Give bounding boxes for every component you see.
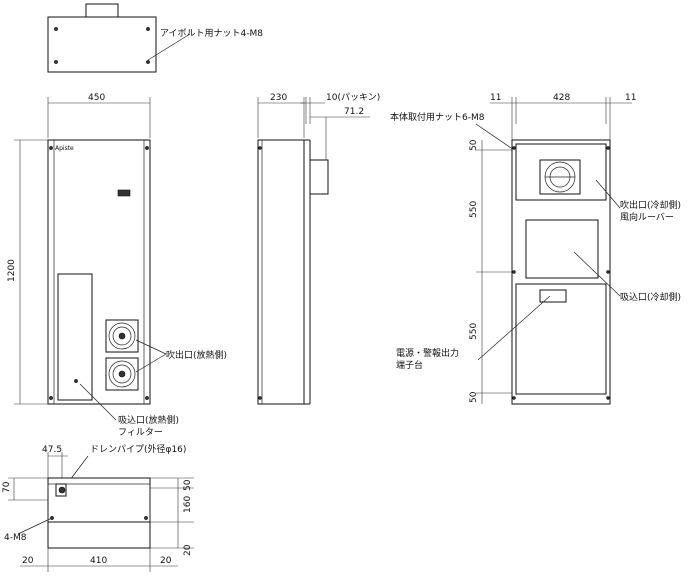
four-m8-label: 4-M8	[4, 533, 27, 543]
intake-hot-label: 吸込口(放熱側)	[118, 414, 179, 426]
top-view: アイボルト用ナット4-M8	[47, 3, 263, 73]
dim-side-71: 71.2	[344, 107, 364, 117]
dim-height: 1200	[7, 259, 17, 282]
dim-back-550-lower: 550	[469, 323, 479, 340]
dim-back-50-bottom: 50	[469, 391, 479, 403]
dim-bottom-70: 70	[2, 481, 12, 493]
power-alarm-line1: 電源・警報出力	[396, 347, 459, 359]
bottom-view: 47.5 ドレンパイプ(外径φ16) 70 4-M8 50 160 20 20	[2, 443, 194, 572]
drain-pipe-label: ドレンパイプ(外径φ16)	[90, 443, 186, 455]
dim-bottom-50: 50	[183, 479, 193, 491]
louver-label: 風向ルーバー	[620, 211, 674, 223]
power-alarm-line2: 端子台	[396, 359, 423, 371]
eyebolt-nut-label: アイボルト用ナット4-M8	[160, 28, 263, 39]
dim-bottom-20-right: 20	[160, 556, 172, 566]
dim-back-50-top: 50	[469, 139, 479, 151]
intake-cold-label: 吸込口(冷却側)	[620, 291, 681, 303]
dim-bottom-20-bottom: 20	[183, 544, 193, 556]
dim-bottom-47-5: 47.5	[42, 445, 62, 455]
filter-label: フィルター	[118, 427, 163, 438]
dim-back-width: 428	[553, 93, 570, 103]
back-view: 11 428 11 本体取付用ナット6-M8 50 550 550 50 吹出口…	[390, 93, 681, 405]
body-mount-nut-label: 本体取付用ナット6-M8	[390, 111, 485, 123]
dim-side-depth: 230	[270, 93, 287, 103]
front-view: 450 1200 Apiste 吹出口(放熱側) 吸込口(放熱側)	[7, 93, 227, 438]
packing-label: 10(パッキン)	[326, 92, 380, 103]
exhaust-hot-label: 吹出口(放熱側)	[166, 349, 227, 361]
dim-bottom-160: 160	[183, 496, 193, 513]
dim-bottom-20-left: 20	[22, 556, 34, 566]
svg-text:Apiste: Apiste	[55, 145, 74, 152]
dim-back-11-right: 11	[625, 93, 636, 103]
exhaust-cold-label: 吹出口(冷却側)	[620, 199, 681, 211]
dim-front-width: 450	[88, 93, 105, 103]
dim-back-11-left: 11	[490, 93, 501, 103]
dim-bottom-410: 410	[90, 556, 107, 566]
dim-back-550-upper: 550	[469, 201, 479, 218]
side-view: 230 10(パッキン) 71.2	[257, 92, 380, 405]
